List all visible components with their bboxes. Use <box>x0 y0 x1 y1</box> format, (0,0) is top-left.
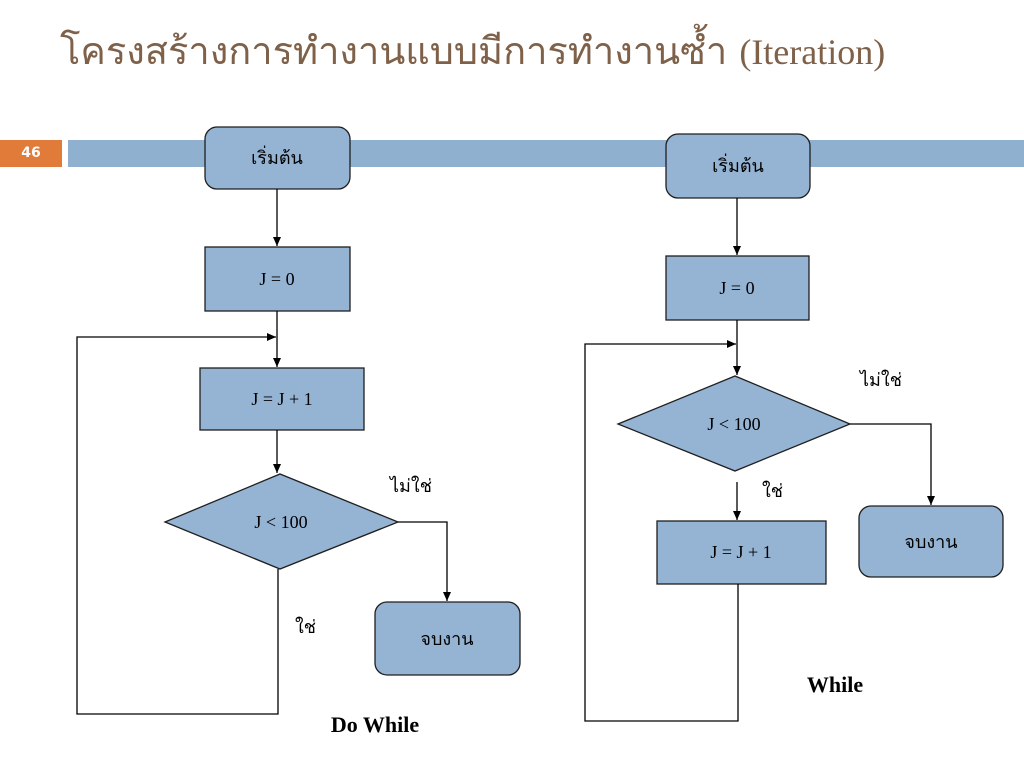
while-init-node <box>665 255 810 321</box>
do-while-yes-label: ใช่ <box>295 616 316 638</box>
do-while-end-node <box>374 601 521 676</box>
while-edge-no-end <box>850 423 935 505</box>
do-while-increment-label: J = J + 1 <box>251 389 312 409</box>
while-increment-node <box>656 520 827 585</box>
while-end-label: จบงาน <box>904 532 957 553</box>
do-while-no-label: ไม่ใช่ <box>388 475 432 497</box>
while-flowchart: เริ่มต้น J = 0 J < 100 ไม่ใช่ จบงาน ใช่ … <box>584 133 1004 722</box>
while-end-node <box>858 505 1004 578</box>
do-while-start-label: เริ่มต้น <box>251 145 303 169</box>
slide-title: โครงสร้างการทำงานแบบมีการทำงานซ้ำ (Itera… <box>60 20 885 81</box>
do-while-increment-node <box>199 367 365 431</box>
do-while-init-label: J = 0 <box>259 269 294 289</box>
slide-title-latin: (Iteration) <box>739 32 886 72</box>
while-init-label: J = 0 <box>719 278 754 298</box>
while-caption: While <box>807 672 863 697</box>
while-edge-loop-back <box>584 340 739 722</box>
while-increment-label: J = J + 1 <box>710 542 771 562</box>
while-no-label: ไม่ใช่ <box>858 369 902 391</box>
do-while-flowchart: เริ่มต้น J = 0 J = J + 1 J < 100 ไม่ใช่ … <box>76 126 521 737</box>
page-number-badge: 46 <box>0 140 62 167</box>
while-start-label: เริ่มต้น <box>712 153 764 177</box>
slide-title-thai: โครงสร้างการทำงานแบบมีการทำงานซ้ำ <box>60 29 728 73</box>
while-start-node <box>665 133 811 199</box>
do-while-caption: Do While <box>331 712 419 737</box>
while-yes-label: ใช่ <box>762 480 783 502</box>
do-while-edge-yes-loop <box>76 333 279 715</box>
while-condition-label: J < 100 <box>707 414 760 434</box>
do-while-condition-label: J < 100 <box>254 512 307 532</box>
do-while-edge-no-end <box>398 521 451 601</box>
do-while-end-label: จบงาน <box>420 629 473 650</box>
